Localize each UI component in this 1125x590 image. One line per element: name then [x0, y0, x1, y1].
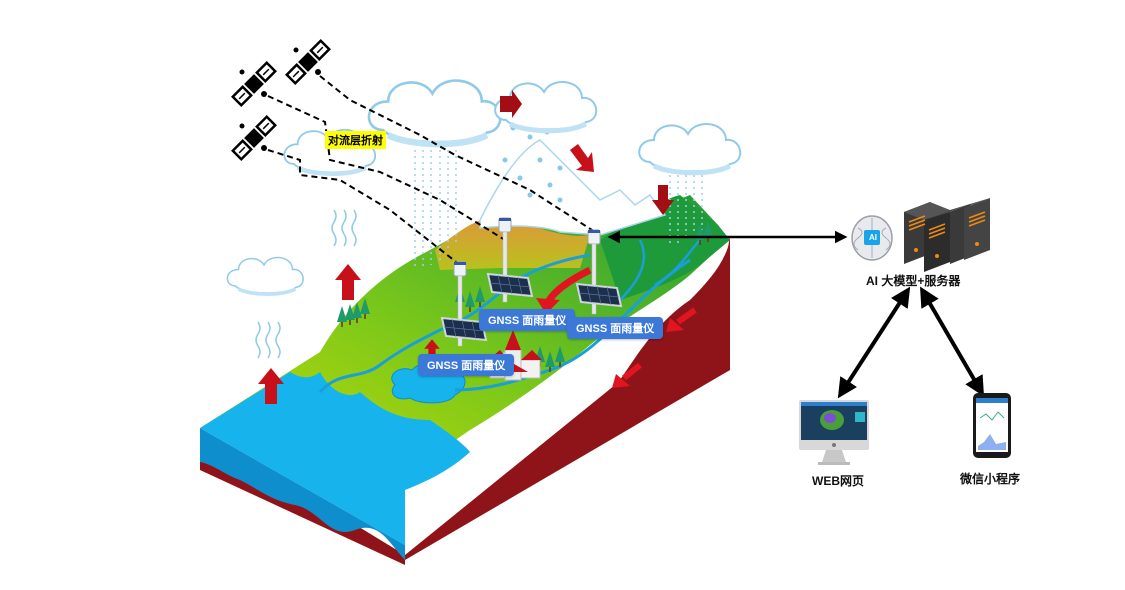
groundwater-arrow-head: [612, 374, 630, 388]
server-caption: AI 大模型+服务器: [866, 274, 961, 288]
satellite-icon: [285, 39, 331, 85]
soil-top-right: [520, 240, 730, 480]
river: [318, 253, 591, 394]
web-link-arrow: [837, 286, 911, 399]
rain: [414, 150, 703, 270]
runoff-arrow: [544, 266, 592, 304]
mountain: [435, 217, 590, 270]
miniprogram-link-arrow: [919, 286, 985, 397]
gnss-gauge-label: GNSS 面雨量仪: [567, 317, 664, 339]
cloud: [639, 124, 740, 173]
web-caption: WEB网页: [812, 474, 864, 488]
wind-arrow: [500, 90, 522, 118]
evaporation: [255, 209, 357, 359]
miniprogram-caption: 微信小程序: [960, 472, 1021, 486]
precipitation-arrow: [652, 185, 674, 215]
server-rack-icon: [904, 198, 990, 272]
satellite-icon: [231, 115, 277, 161]
gnss-gauge-label: GNSS 面雨量仪: [479, 309, 576, 331]
ocean: [200, 372, 470, 545]
smartphone-icon: [973, 393, 1011, 458]
precipitation-arrow: [570, 144, 594, 172]
ai-brain-icon: [851, 215, 893, 261]
runoff-arrow-head: [536, 298, 560, 314]
ai-badge: AI: [869, 233, 877, 242]
cloud: [369, 81, 500, 144]
snow-peaks: [479, 125, 667, 236]
gnss-gauge-label: GNSS 面雨量仪: [418, 354, 515, 376]
cloud: [225, 255, 306, 296]
groundwater-arrow: [676, 307, 697, 325]
groundwater-arrow: [622, 362, 642, 381]
groundwater-arrow-head: [666, 318, 684, 332]
troposphere-refraction-label: 对流层折射: [325, 131, 386, 149]
satellite-icon: [231, 61, 277, 107]
river: [454, 258, 691, 392]
flow-arrows: [258, 90, 697, 404]
gnss-signal-paths: [267, 75, 596, 266]
ocean-side: [200, 428, 405, 560]
evaporation-arrow: [335, 264, 361, 300]
desktop-monitor-icon: [799, 400, 869, 465]
